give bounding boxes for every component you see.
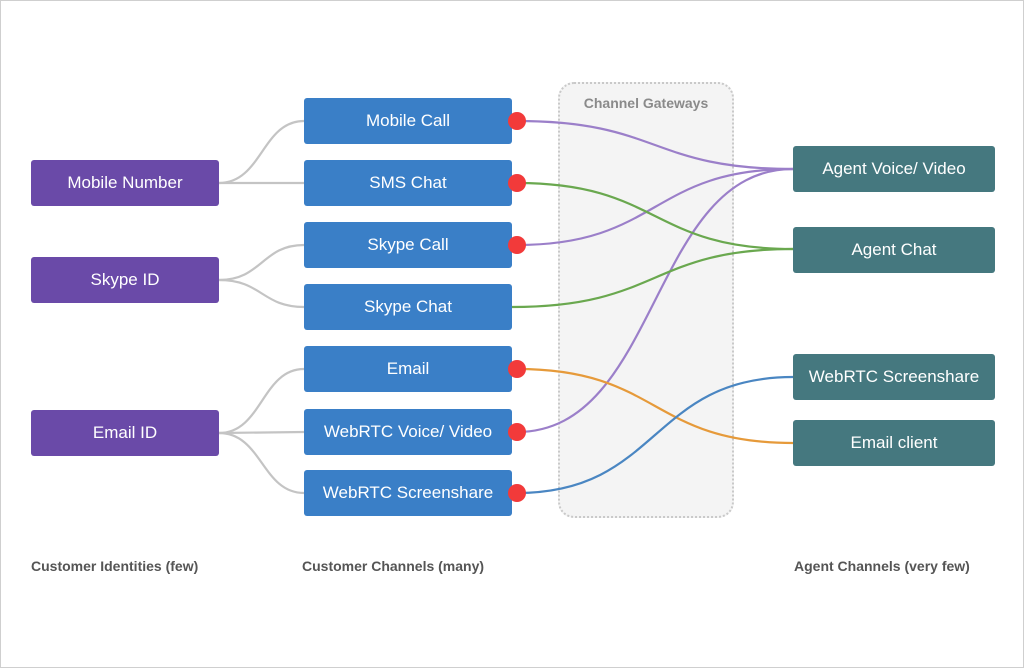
link-skype-id-skype-call — [218, 243, 305, 282]
link-webrtc-voice-agent-voice — [516, 167, 794, 434]
channel-email: Email — [304, 346, 512, 392]
channel-skype-call: Skype Call — [304, 222, 512, 268]
identity-skype-id: Skype ID — [31, 257, 219, 303]
channel-webrtc-voice-video: WebRTC Voice/ Video — [304, 409, 512, 455]
identity-email-id: Email ID — [31, 410, 219, 456]
agent-email-client: Email client — [793, 420, 995, 466]
channel-sms-chat: SMS Chat — [304, 160, 512, 206]
link-mobile-number-mobile-call — [218, 119, 305, 185]
gateway-dot-skype-call — [508, 236, 526, 254]
link-mobile-call-agent-voice — [516, 119, 794, 171]
gateway-dot-mobile-call — [508, 112, 526, 130]
agent-webrtc-screenshare: WebRTC Screenshare — [793, 354, 995, 400]
caption-agent-channels: Agent Channels (very few) — [794, 558, 970, 574]
agent-voice-video: Agent Voice/ Video — [793, 146, 995, 192]
identity-mobile-number: Mobile Number — [31, 160, 219, 206]
link-email-email-client — [516, 367, 794, 445]
link-email-id-webrtc-screenshare — [218, 431, 305, 495]
gateway-dot-webrtc-voice — [508, 423, 526, 441]
link-skype-call-agent-voice — [516, 167, 794, 247]
caption-customer-identities: Customer Identities (few) — [31, 558, 199, 574]
link-webrtc-screenshare-agent-screenshare — [516, 375, 794, 495]
link-email-id-webrtc-voice — [218, 430, 305, 435]
link-email-id-email — [218, 367, 305, 435]
gateway-dot-email — [508, 360, 526, 378]
channel-webrtc-screenshare: WebRTC Screenshare — [304, 470, 512, 516]
channel-mobile-call: Mobile Call — [304, 98, 512, 144]
gateway-title: Channel Gateways — [583, 95, 709, 111]
caption-customer-channels: Customer Channels (many) — [302, 558, 485, 574]
link-skype-id-skype-chat — [218, 278, 305, 309]
gateway-dot-sms-chat — [508, 174, 526, 192]
gateway-dot-webrtc-screenshare — [508, 484, 526, 502]
agent-chat: Agent Chat — [793, 227, 995, 273]
link-sms-chat-agent-chat — [516, 181, 794, 251]
link-skype-chat-agent-chat — [511, 247, 794, 309]
channel-skype-chat: Skype Chat — [304, 284, 512, 330]
